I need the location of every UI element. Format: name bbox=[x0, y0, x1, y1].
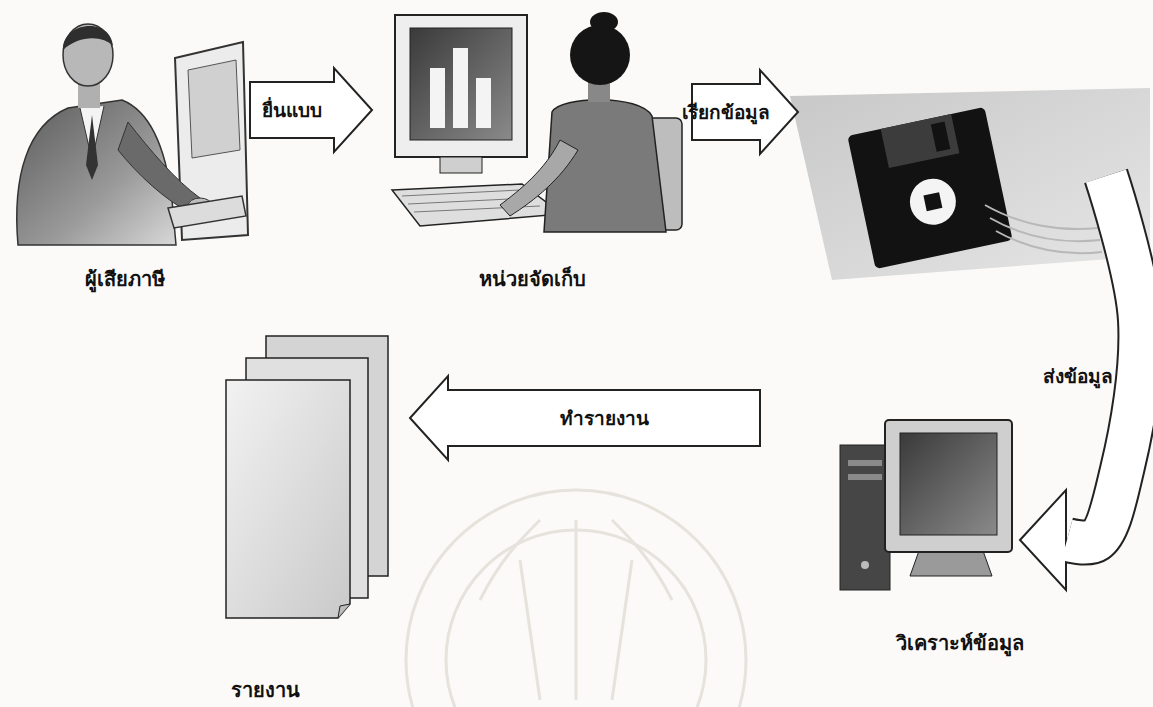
block-arrow-shape bbox=[250, 68, 372, 152]
report-node: รายงาน bbox=[210, 325, 410, 705]
arrow-head-edge bbox=[1065, 563, 1067, 590]
computer-illustration bbox=[840, 420, 1012, 590]
node-caption: วิเคราะห์ข้อมูล bbox=[888, 630, 1032, 656]
node-caption: รายงาน bbox=[210, 677, 320, 703]
curved-arrow-outline bbox=[1067, 176, 1140, 542]
arrow-head-edge bbox=[1065, 490, 1067, 517]
taxpayer-illustration bbox=[17, 24, 248, 245]
node-caption: หน่วยจัดเก็บ bbox=[432, 266, 632, 292]
arrow-head bbox=[1020, 490, 1066, 590]
curved-arrow-fill bbox=[1067, 176, 1140, 542]
arrow-label: ยื่นแบบ bbox=[262, 95, 322, 125]
arrow-label: ทำรายงาน bbox=[560, 403, 649, 433]
taxpayer-node: ผู้เสียภาษี bbox=[0, 0, 250, 305]
collection-unit-node: หน่วยจัดเก็บ bbox=[372, 0, 692, 305]
watermark-seal bbox=[406, 490, 746, 707]
analysis-node: วิเคราะห์ข้อมูล bbox=[760, 400, 1020, 665]
clerk-illustration bbox=[392, 12, 682, 232]
block-arrow bbox=[250, 68, 372, 152]
flow-label: ส่งข้อมูล bbox=[1043, 361, 1113, 391]
node-caption: ผู้เสียภาษี bbox=[45, 266, 205, 292]
block-arrow-shape bbox=[692, 70, 798, 154]
report-pages bbox=[226, 336, 388, 618]
block-arrow bbox=[692, 70, 1140, 590]
block-arrow-shape bbox=[410, 376, 760, 460]
arrow-label: เรียกข้อมูล bbox=[682, 97, 770, 127]
floppy-illustration bbox=[790, 88, 1150, 280]
block-arrow bbox=[410, 376, 760, 460]
